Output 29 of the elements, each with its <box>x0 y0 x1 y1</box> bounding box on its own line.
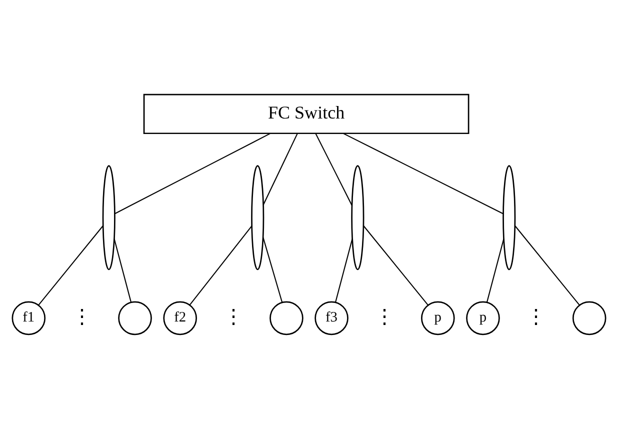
connector <box>262 132 298 204</box>
node-circle: p <box>421 300 455 335</box>
node-ellipse <box>502 164 516 270</box>
label: ⋮ <box>526 306 546 328</box>
label: ⋮ <box>223 306 244 328</box>
node-circle: f2 <box>163 300 197 335</box>
connector <box>514 225 580 305</box>
node-ellipse <box>102 164 116 270</box>
connector <box>189 225 252 305</box>
node-ellipse <box>251 164 264 270</box>
node-ellipse <box>351 164 364 270</box>
node-circle <box>572 300 606 335</box>
connector <box>363 225 428 305</box>
connector <box>114 132 271 214</box>
node-circle <box>270 300 304 335</box>
node-circle: f3 <box>314 300 348 335</box>
node-circle: p <box>466 300 500 335</box>
node-box: FC Switch <box>143 93 470 134</box>
connector <box>114 238 132 302</box>
label: ⋮ <box>72 306 92 328</box>
connector <box>38 225 104 305</box>
label: ⋮ <box>374 306 395 328</box>
connector <box>343 132 504 214</box>
connector <box>335 238 353 302</box>
connector <box>262 236 283 302</box>
connector <box>486 238 504 302</box>
node-circle <box>118 300 152 335</box>
connector <box>315 132 352 206</box>
node-circle: f1 <box>12 300 46 335</box>
